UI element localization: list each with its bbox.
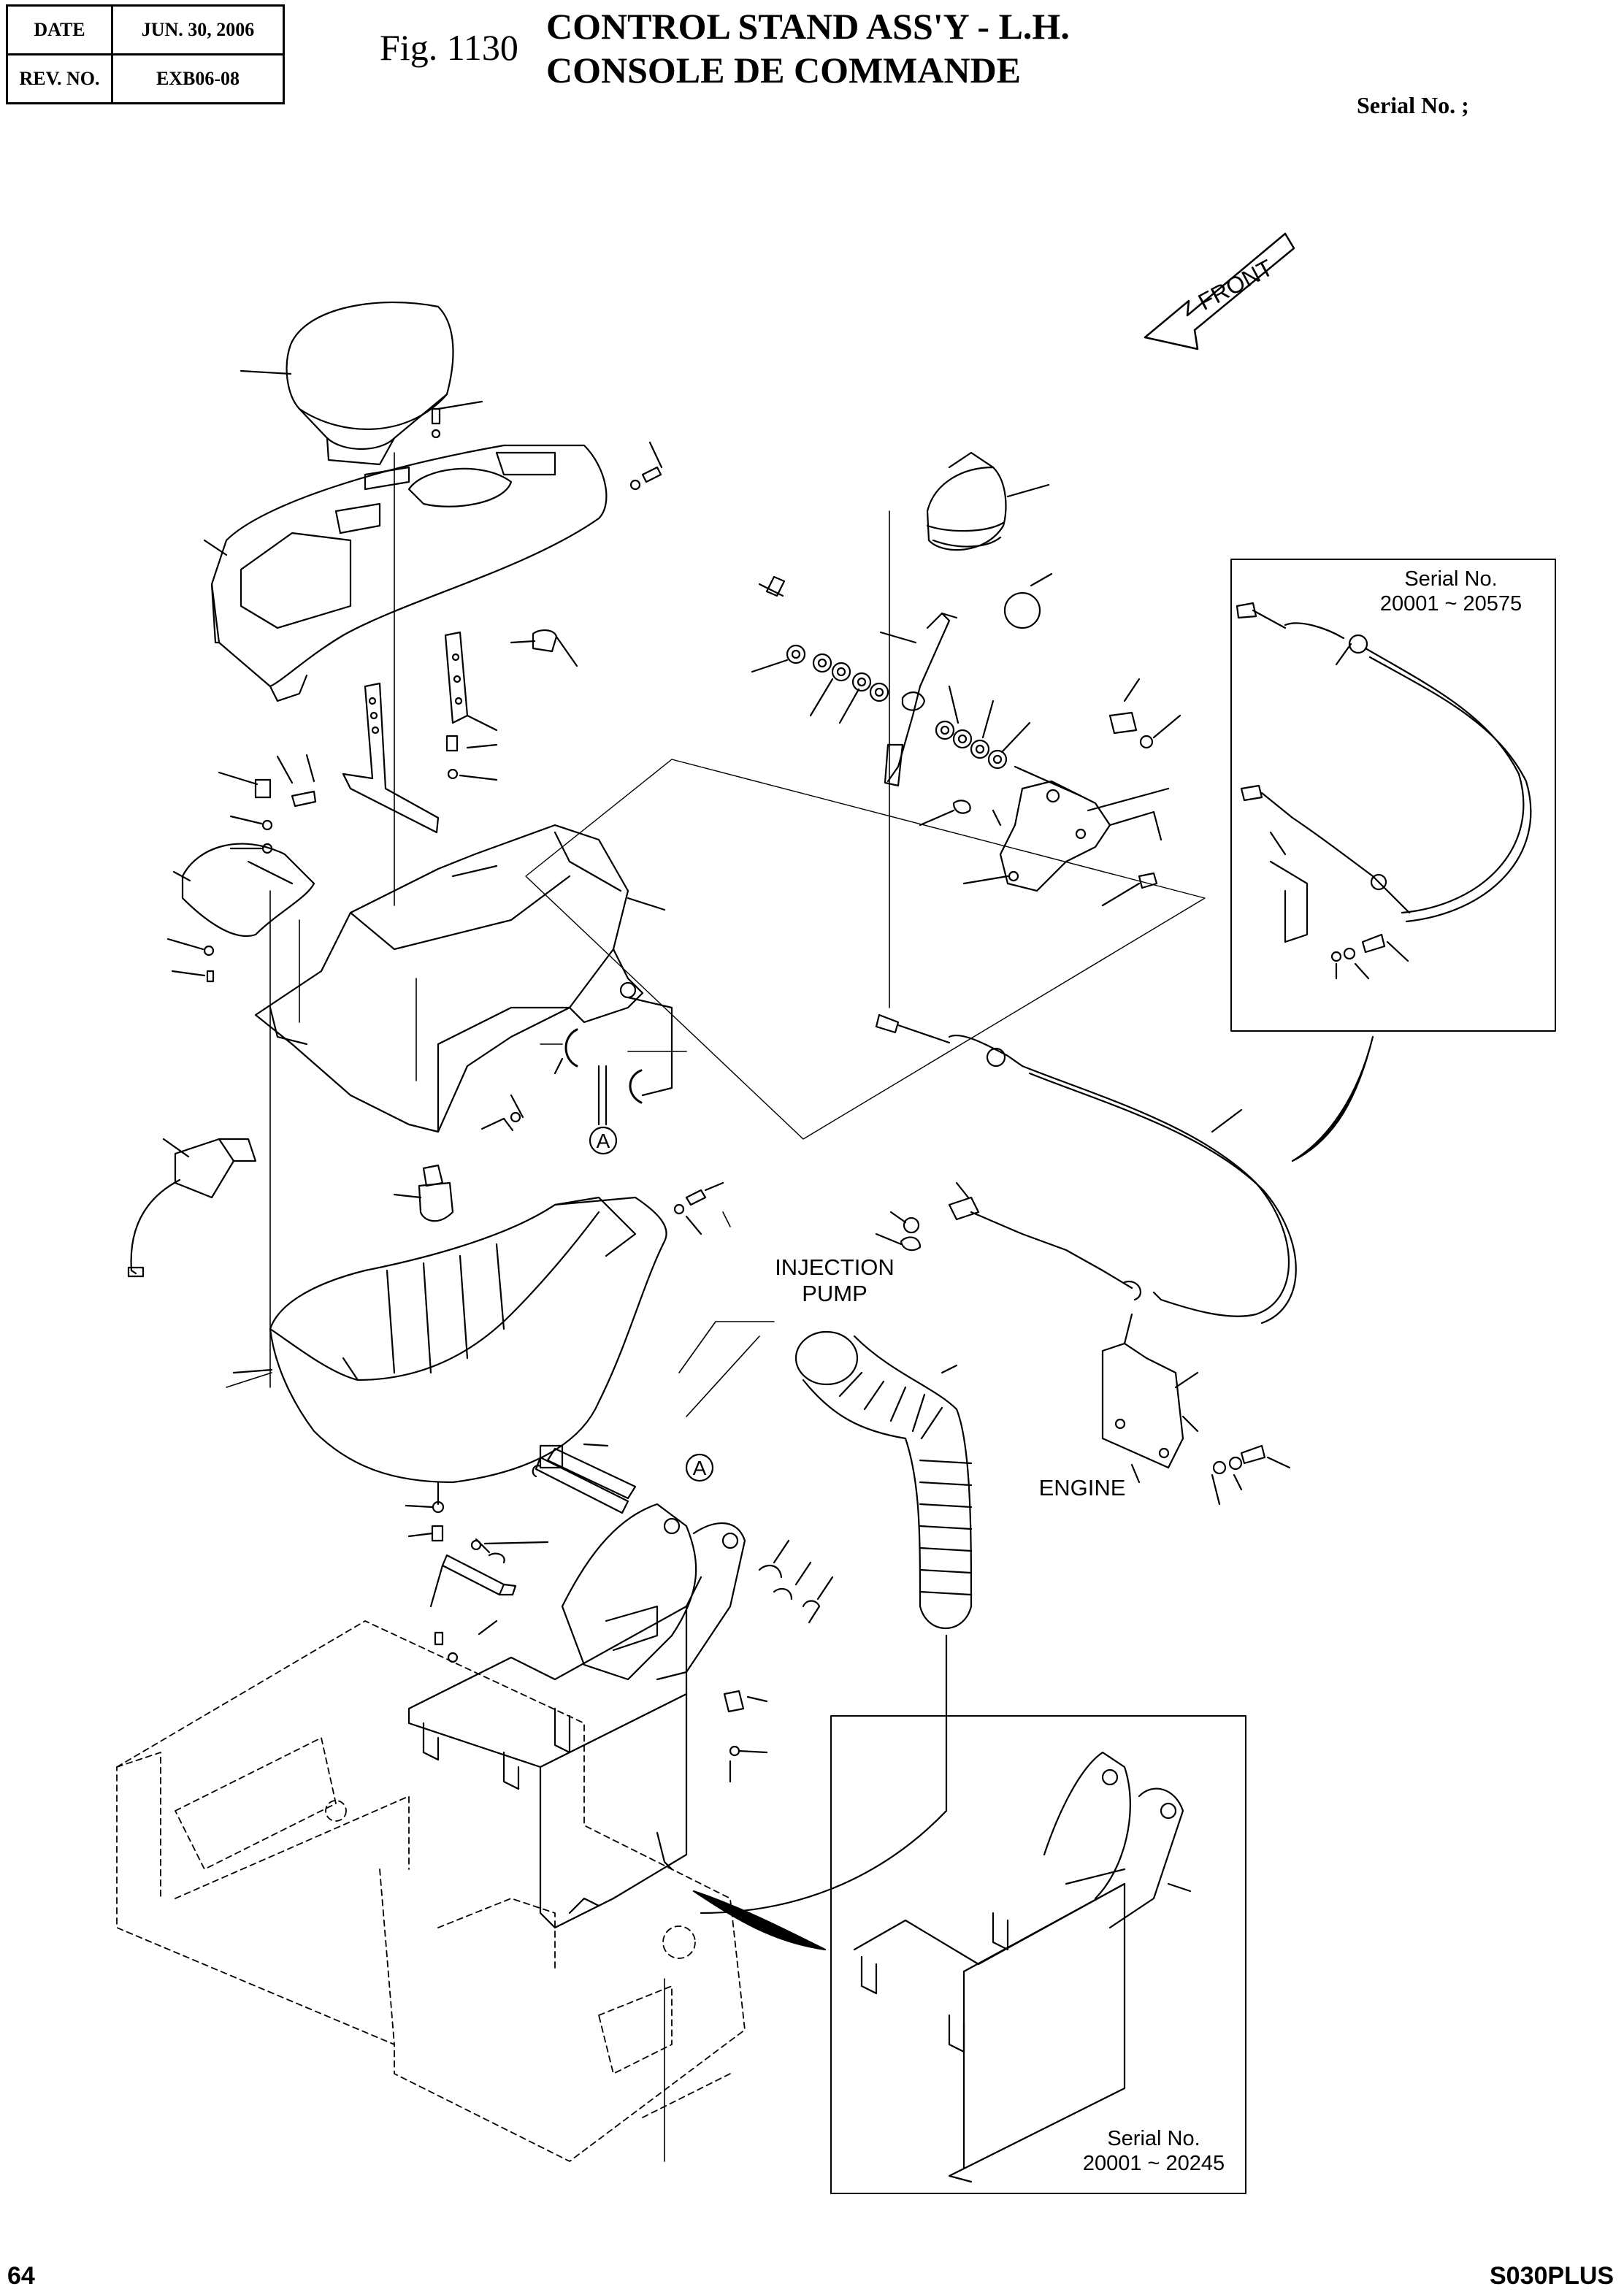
rubber-boot	[926, 451, 1050, 551]
injection-pump-line-1: INJECTION	[775, 1254, 895, 1280]
model-name: S030PLUS	[1490, 2262, 1615, 2290]
engine-label: ENGINE	[1038, 1475, 1126, 1500]
cable-inset	[1230, 559, 1556, 1032]
ref-a-label-1: A	[596, 1130, 610, 1152]
cable-inset-serial-line-1: Serial No.	[1404, 567, 1498, 591]
washer-stack-right	[935, 685, 1082, 797]
injection-pump-label: INJECTION PUMP	[773, 1254, 897, 1307]
rubber-stopper	[393, 1094, 524, 1222]
left-bolts	[166, 754, 317, 983]
cable-inset-serial: Serial No. 20001 ~ 20575	[1352, 567, 1550, 616]
throttle-plate	[919, 678, 1181, 907]
lock-lever-handle	[172, 843, 315, 937]
page-number: 64	[7, 2262, 35, 2290]
flexible-duct	[700, 1330, 973, 1915]
title-english: CONTROL STAND ASS'Y - L.H.	[546, 6, 1070, 47]
armrest-cushion	[240, 301, 454, 466]
figure-title: CONTROL STAND ASS'Y - L.H. CONSOLE DE CO…	[546, 4, 1070, 92]
console-frame-bracket	[254, 824, 666, 1133]
console-screws	[431, 400, 663, 667]
revision-header: DATE JUN. 30, 2006 REV. NO. EXB06-08	[5, 4, 285, 104]
upper-console-cover	[203, 444, 608, 702]
bracket-inset-serial: Serial No. 20001 ~ 20245	[1059, 2126, 1249, 2176]
date-label: DATE	[5, 4, 114, 55]
lower-cover-bolts	[405, 1481, 445, 1542]
throttle-lever	[879, 572, 1053, 787]
cable-inset-serial-line-2: 20001 ~ 20575	[1379, 592, 1522, 616]
lock-lever-brackets	[342, 631, 498, 834]
engine-bracket	[1101, 1313, 1291, 1506]
rev-value: EXB06-08	[111, 53, 285, 104]
date-value: JUN. 30, 2006	[111, 4, 285, 55]
ref-a-label-2: A	[692, 1457, 707, 1479]
bracket-inset-serial-line-2: 20001 ~ 20245	[1082, 2152, 1225, 2175]
snap-rings	[554, 996, 673, 1126]
gas-spring	[429, 1456, 629, 1663]
injection-pump-line-2: PUMP	[802, 1281, 867, 1306]
leader-lines	[269, 452, 1206, 2162]
callout-arrow-cable	[1291, 1035, 1374, 1162]
pivot-pin	[539, 1443, 637, 1500]
callout-arrow-bracket	[692, 1890, 827, 1951]
lever-stand	[561, 1503, 834, 1681]
throttle-cable	[875, 1013, 1297, 1325]
callout-leaders	[226, 1043, 731, 1388]
switch-harness	[127, 1138, 257, 1278]
title-french: CONSOLE DE COMMANDE	[546, 50, 1022, 91]
console-lower-cover	[232, 1181, 724, 1484]
floor-frame	[116, 1620, 746, 2162]
engine-cable-end	[875, 1181, 1163, 1301]
figure-number: Fig. 1130	[380, 27, 518, 68]
serial-number-label: Serial No. ;	[1357, 92, 1469, 118]
bracket-inset	[830, 1715, 1246, 2194]
front-arrow-icon	[1144, 232, 1295, 350]
bracket-inset-serial-line-1: Serial No.	[1107, 2127, 1200, 2150]
console-base-bracket	[407, 1576, 768, 1929]
rev-label: REV. NO.	[5, 53, 114, 104]
ref-circle-a	[589, 1126, 714, 1482]
washer-stack-left	[751, 575, 889, 724]
